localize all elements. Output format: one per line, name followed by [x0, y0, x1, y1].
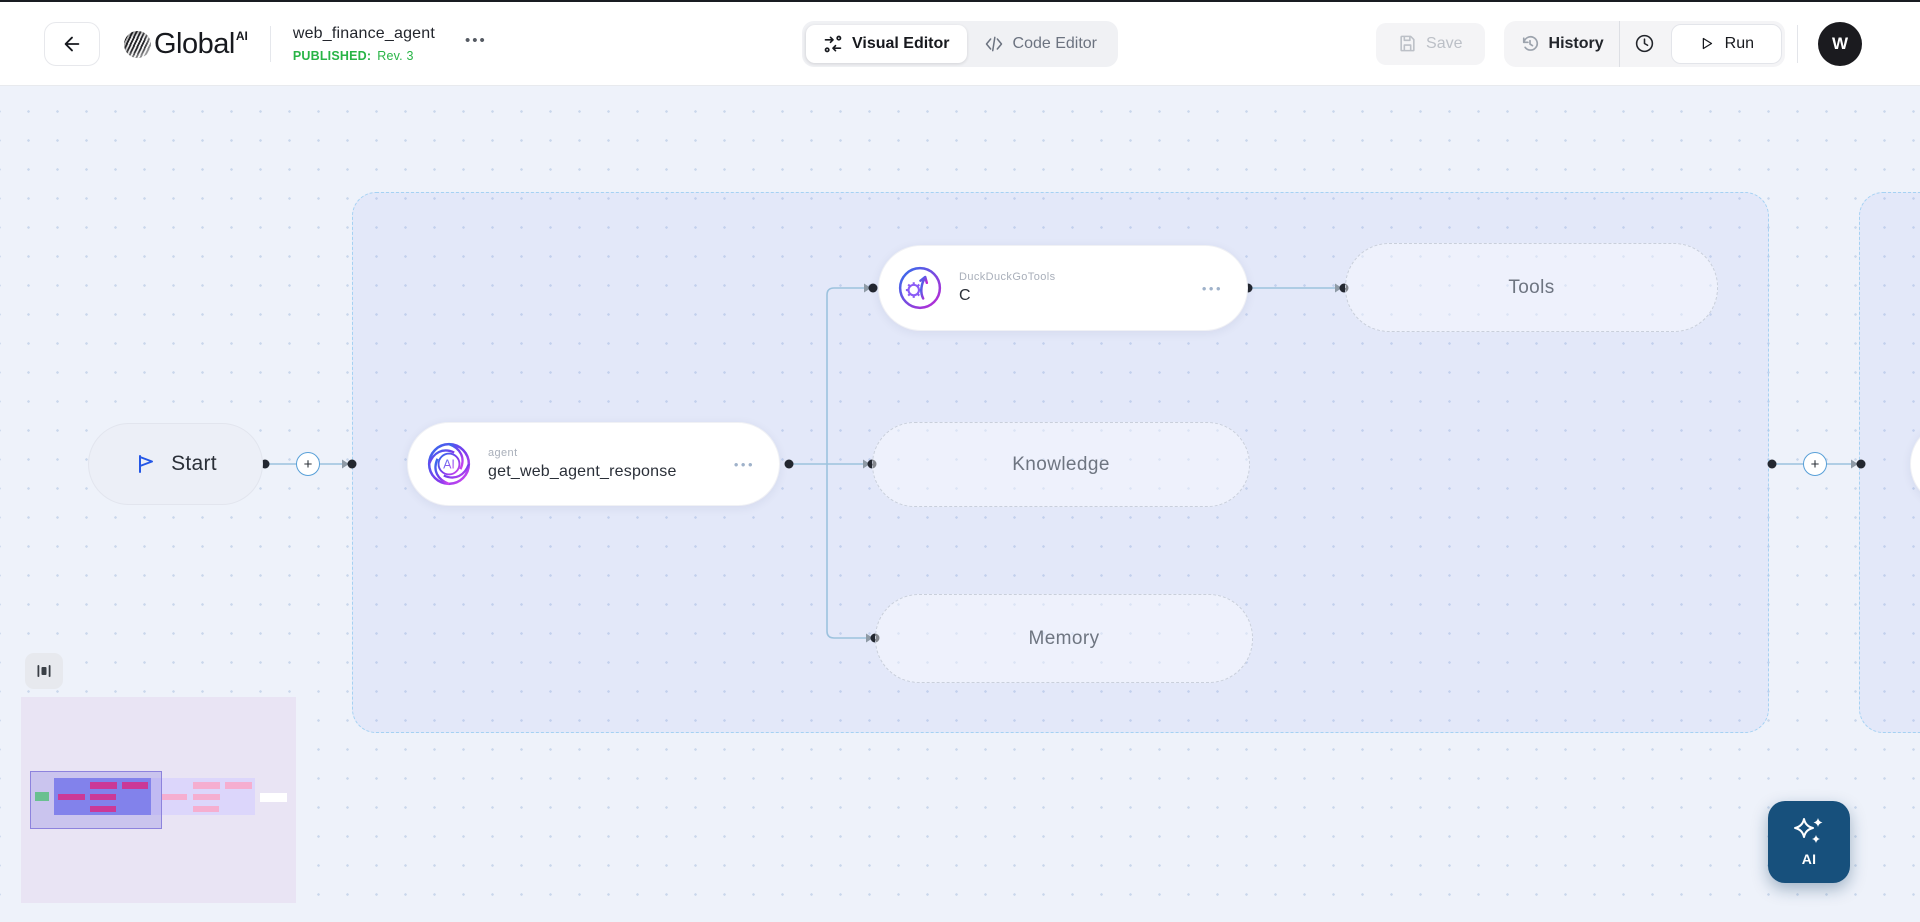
tab-visual-editor-label: Visual Editor: [851, 34, 950, 52]
run-controls-group: History Run: [1503, 20, 1785, 67]
tab-visual-editor[interactable]: Visual Editor: [805, 24, 967, 63]
history-icon: [1522, 35, 1538, 51]
minimap-node-rect-faded: [193, 806, 219, 812]
agent-node[interactable]: AI agent get_web_agent_response •••: [407, 422, 780, 506]
window-top-strip: [0, 0, 1920, 2]
svg-text:AI: AI: [443, 458, 455, 472]
agent-node-name: get_web_agent_response: [488, 463, 677, 480]
code-icon: [985, 36, 1002, 51]
tab-code-editor[interactable]: Code Editor: [967, 25, 1115, 63]
page-title: web_finance_agent: [292, 24, 436, 42]
duckduckgo-node-name: C: [959, 287, 971, 304]
brand-superscript: AI: [235, 28, 248, 43]
panel-toggle-icon: [37, 665, 51, 677]
header-divider: [269, 25, 271, 62]
minimap-node-rect: [58, 794, 85, 800]
agent-node-menu[interactable]: •••: [733, 456, 755, 472]
memory-placeholder-label: Memory: [1028, 627, 1100, 649]
brand-logo: Global AI: [124, 22, 248, 66]
duckduckgo-node-type: DuckDuckGoTools: [959, 271, 1056, 283]
schedule-clock-button[interactable]: [1620, 21, 1669, 67]
save-floppy-icon: [1400, 35, 1415, 52]
workflow-route-icon: [824, 35, 842, 52]
header-actions: Save History: [1376, 20, 1862, 67]
arrow-left-icon: [64, 36, 80, 51]
user-avatar[interactable]: W: [1818, 21, 1862, 66]
add-node-button-left[interactable]: +: [296, 452, 320, 476]
knowledge-placeholder-label: Knowledge: [1012, 453, 1110, 475]
minimap-node-rect: [90, 794, 116, 800]
document-info: web_finance_agent PUBLISHED: Rev. 3: [293, 25, 435, 63]
minimap-node-rect: [90, 806, 116, 812]
minimap-node-rect-faded: [193, 794, 220, 800]
play-icon: [1702, 37, 1712, 50]
save-button[interactable]: Save: [1376, 22, 1485, 65]
history-button[interactable]: History: [1504, 21, 1619, 67]
minimap-node-end: [260, 793, 287, 802]
minimap-node-rect-faded: [225, 782, 252, 789]
start-node-label: Start: [171, 452, 217, 475]
memory-placeholder-node[interactable]: Memory: [875, 594, 1253, 683]
status-label: PUBLISHED:: [292, 48, 372, 63]
knowledge-placeholder-node[interactable]: Knowledge: [872, 422, 1250, 507]
group-divider: [1618, 20, 1620, 67]
workflow-canvas[interactable]: + + Start AI agent get_web_agent_respons…: [0, 86, 1920, 922]
header-divider: [1797, 24, 1798, 63]
save-button-label: Save: [1426, 34, 1463, 52]
tool-gear-arrow-icon: [898, 266, 942, 310]
agent-node-texts: agent get_web_agent_response: [488, 447, 734, 481]
run-button-label: Run: [1724, 34, 1754, 52]
panel-toggle-button[interactable]: [25, 653, 63, 689]
flag-icon: [139, 455, 154, 473]
ai-assistant-label: AI: [1801, 851, 1817, 867]
history-button-label: History: [1548, 34, 1604, 52]
duckduckgo-node-texts: DuckDuckGoTools C: [959, 271, 1202, 305]
editor-mode-tabs: Visual Editor Code Editor: [801, 20, 1119, 67]
minimap[interactable]: [21, 697, 296, 903]
back-button[interactable]: [44, 21, 100, 66]
sparkles-icon: [1794, 818, 1823, 843]
tab-code-editor-label: Code Editor: [1012, 34, 1098, 52]
duckduckgo-tools-node[interactable]: DuckDuckGoTools C •••: [878, 245, 1248, 331]
add-node-button-right[interactable]: +: [1803, 452, 1827, 476]
minimap-node-rect-faded: [193, 782, 220, 789]
duckduckgo-node-menu[interactable]: •••: [1201, 280, 1223, 296]
ai-assistant-button[interactable]: AI: [1768, 801, 1850, 883]
start-node[interactable]: Start: [88, 423, 263, 505]
globe-sphere-icon: [124, 30, 151, 58]
tools-placeholder-label: Tools: [1508, 276, 1555, 298]
app-header: Global AI web_finance_agent PUBLISHED: Re…: [0, 2, 1920, 86]
minimap-node-rect: [90, 782, 117, 789]
document-overflow-menu[interactable]: •••: [465, 32, 487, 49]
agent-swirl-icon: AI: [427, 442, 471, 486]
clock-icon: [1635, 34, 1653, 53]
tools-placeholder-node[interactable]: Tools: [1345, 243, 1718, 332]
publish-status: PUBLISHED: Rev. 3: [293, 49, 435, 63]
minimap-node-start: [35, 792, 49, 801]
brand-name: Global: [154, 27, 235, 60]
minimap-node-rect: [122, 782, 148, 789]
run-button[interactable]: Run: [1670, 23, 1782, 64]
revision-label: Rev. 3: [377, 48, 414, 63]
minimap-viewport[interactable]: [30, 771, 162, 829]
agent-node-type: agent: [488, 447, 518, 459]
minimap-node-rect-faded: [162, 794, 187, 800]
